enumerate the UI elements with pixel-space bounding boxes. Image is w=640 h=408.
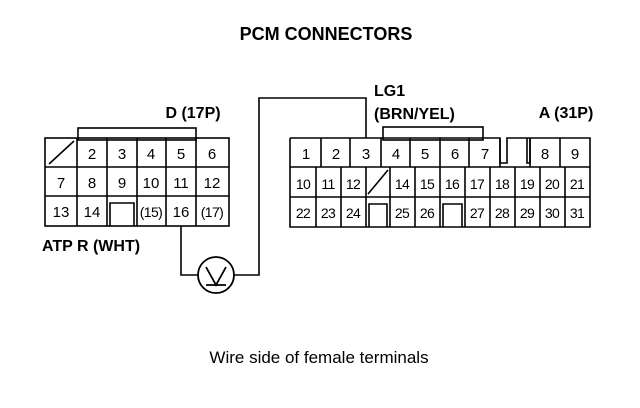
connector-a-pins: 1 2 3 4 5 6 7 8 9 10 11 12 14 15 16 17 1… <box>296 146 586 221</box>
pin-a-2: 2 <box>332 146 340 163</box>
pin-a-4: 4 <box>392 146 400 163</box>
pin-d-2: 2 <box>88 146 96 163</box>
pin-d-15: (15) <box>140 204 163 220</box>
pin-d-9: 9 <box>118 175 126 192</box>
connector-d-pins: 2 3 4 5 6 7 8 9 10 11 12 13 14 (15) 16 (… <box>53 146 224 221</box>
pin-a-15: 15 <box>420 176 435 192</box>
connector-a-blank-slash <box>367 169 389 195</box>
pin-d-14: 14 <box>84 204 101 221</box>
pin-a-16: 16 <box>445 176 460 192</box>
pin-d-6: 6 <box>208 146 216 163</box>
connector-d-label: D (17P) <box>165 105 220 122</box>
pin-d-4: 4 <box>147 146 155 163</box>
connector-a-key-notch-1 <box>368 203 388 227</box>
pin-a-24: 24 <box>346 205 361 221</box>
pin-d-11: 11 <box>173 175 189 192</box>
pin-a-21: 21 <box>570 176 585 192</box>
pin-a-26: 26 <box>420 205 435 221</box>
pin-a-9: 9 <box>571 146 579 163</box>
connector-a-latch <box>382 126 484 141</box>
diagram-title: PCM CONNECTORS <box>240 24 413 44</box>
diagram-caption: Wire side of female terminals <box>209 348 428 367</box>
lg1-label: LG1 <box>374 83 405 100</box>
pin-a-12: 12 <box>346 176 361 192</box>
lead-to-lg1 <box>234 97 367 276</box>
connector-d-key-notch <box>109 202 135 226</box>
connector-a-label: A (31P) <box>539 105 594 122</box>
pin-a-1: 1 <box>302 146 310 163</box>
pin-a-23: 23 <box>321 205 336 221</box>
voltmeter-icon <box>197 256 235 294</box>
pin-d-12: 12 <box>204 175 221 192</box>
pin-d-10: 10 <box>143 175 160 192</box>
pin-a-14: 14 <box>395 176 410 192</box>
pin-a-19: 19 <box>520 176 535 192</box>
pin-a-31: 31 <box>570 205 585 221</box>
test-wiring <box>180 97 367 276</box>
connector-a <box>289 126 591 228</box>
pin-a-29: 29 <box>520 205 535 221</box>
pin-d-8: 8 <box>88 175 96 192</box>
connector-a-key-notch-2 <box>442 203 463 227</box>
pin-d-13: 13 <box>53 204 70 221</box>
pin-a-22: 22 <box>296 205 311 221</box>
lead-to-atp-r <box>180 226 198 276</box>
pin-a-28: 28 <box>495 205 510 221</box>
pin-a-27: 27 <box>470 205 485 221</box>
pin-a-17: 17 <box>470 176 485 192</box>
pin-d-3: 3 <box>118 146 126 163</box>
pin-d-7: 7 <box>57 175 65 192</box>
atp-r-label: ATP R (WHT) <box>42 238 140 255</box>
pin-a-7: 7 <box>481 146 489 163</box>
pin-d-5: 5 <box>177 146 185 163</box>
pin-a-3: 3 <box>362 146 370 163</box>
pin-a-20: 20 <box>545 176 560 192</box>
lg1-wire-color: (BRN/YEL) <box>374 106 455 123</box>
pin-d-17: (17) <box>201 204 224 220</box>
pin-a-5: 5 <box>421 146 429 163</box>
connector-d <box>44 127 230 227</box>
pin-a-6: 6 <box>451 146 459 163</box>
pin-a-30: 30 <box>545 205 560 221</box>
pin-a-10: 10 <box>296 176 311 192</box>
pin-a-25: 25 <box>395 205 410 221</box>
pin-d-16: 16 <box>173 204 190 221</box>
pin-a-11: 11 <box>321 176 335 192</box>
pin-a-8: 8 <box>541 146 549 163</box>
pin-a-18: 18 <box>495 176 510 192</box>
connector-d-blank-slash <box>48 140 75 165</box>
